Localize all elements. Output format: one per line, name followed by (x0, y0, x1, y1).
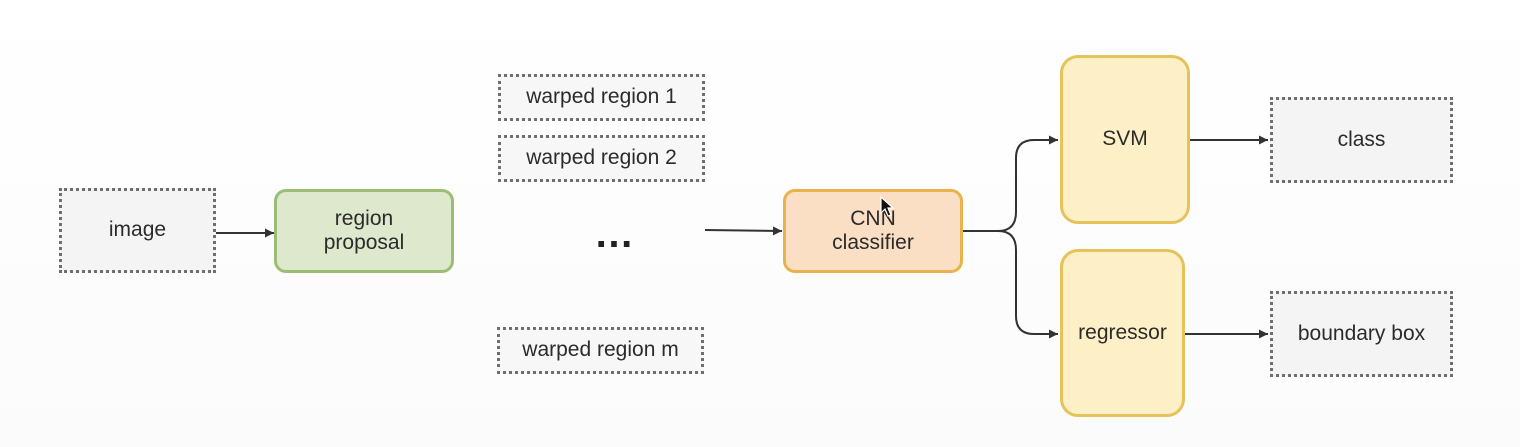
node-warped-region-2: warped region 2 (498, 135, 705, 182)
node-region-proposal: region proposal (274, 189, 454, 273)
node-warped-region-1: warped region 1 (498, 74, 705, 121)
edge-cnn-to-regressor (997, 230, 1058, 339)
node-class: class (1270, 97, 1453, 183)
node-cnn-classifier: CNN classifier (783, 189, 963, 273)
node-regressor: regressor (1060, 249, 1185, 417)
node-image: image (59, 188, 216, 273)
edge-regions-to-cnn (704, 226, 783, 236)
node-warped-region-m: warped region m (497, 327, 704, 374)
node-svm: SVM (1060, 55, 1190, 224)
node-boundary-box: boundary box (1270, 291, 1453, 377)
mouse-pointer-icon (880, 196, 894, 217)
edge-cnn-to-svm (963, 135, 1058, 232)
ellipsis-more-regions: … (594, 212, 638, 256)
